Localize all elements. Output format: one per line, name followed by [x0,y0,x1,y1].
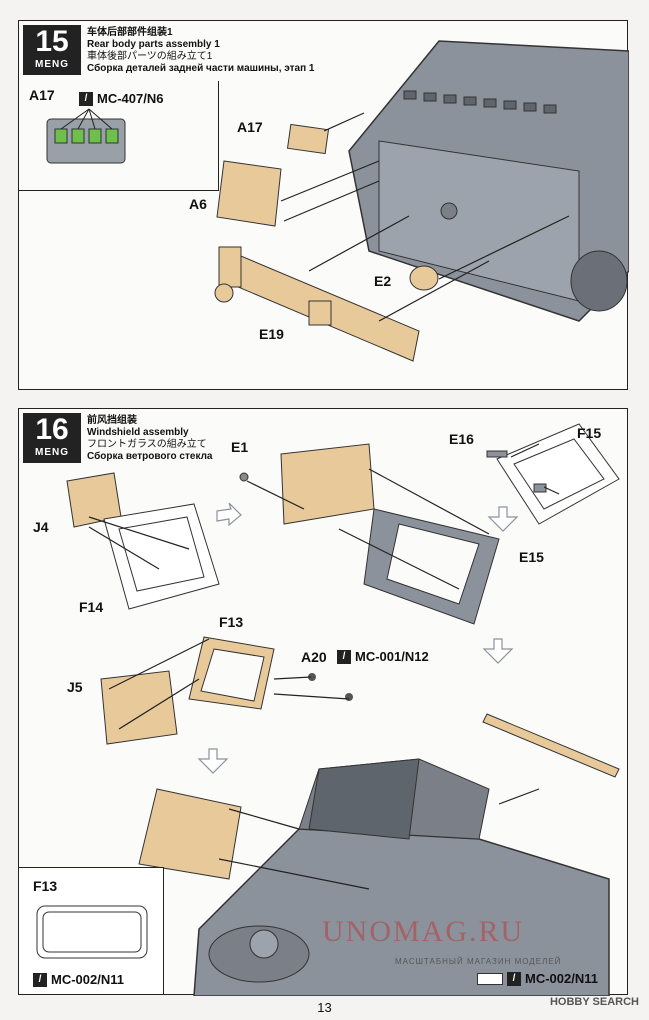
inset-part-label: F13 [33,878,58,894]
part-label-e19: E19 [259,326,284,342]
step-16-panel: 16 MENG 前风挡组装 Windshield assembly フロントガラ… [18,408,628,996]
a20-paint-label: / MC-001/N12 [337,649,429,664]
title-ru: Сборка деталей задней части машины, этап… [87,63,315,74]
step-15-panel: 15 MENG 车体后部部件组装1 Rear body parts assemb… [18,20,629,390]
step-15-titles: 车体后部部件组装1 Rear body parts assembly 1 車体後… [87,27,314,75]
inset-paint-label: / MC-407/N6 [79,91,163,106]
part-label-e1: E1 [231,439,249,455]
part-label-f15: F15 [577,425,602,441]
inset-paint-label: / MC-002/N11 [33,972,124,987]
clear-paint-legend: / MC-002/N11 [477,971,598,986]
a17-inset: A17 / MC-407/N6 [19,81,219,191]
part-label-j5: J5 [67,679,83,695]
watermark: UNOMAG.RU [322,915,525,948]
paint-brush-icon: / [33,972,47,987]
a20-paint-code: MC-001/N12 [355,649,429,664]
title-cn: 车体后部部件组装1 [87,27,173,38]
step-15-badge: 15 MENG [23,25,81,75]
part-label-a17: A17 [237,119,263,135]
f13-inset: F13 / MC-002/N11 [19,867,164,994]
step-16-drawing [66,423,620,996]
f13-inset-drawing [36,905,148,959]
clear-swatch [477,972,503,985]
title-jp: 車体後部パーツの組み立て1 [87,51,213,62]
title-cn: 前风挡组装 [87,415,137,426]
step-16-number: 16 [35,413,69,446]
brand-logo: MENG [35,59,69,70]
step-15-number: 15 [35,25,69,58]
step-16-badge: 16 MENG [23,413,81,463]
paint-brush-icon: / [507,971,521,986]
part-label-a20: A20 [301,649,327,665]
step-16-titles: 前风挡组装 Windshield assembly フロントガラスの組み立て С… [87,415,213,463]
paint-brush-icon: / [79,91,93,106]
part-label-j4: J4 [33,519,49,535]
part-label-e16: E16 [449,431,474,447]
part-label-a6: A6 [189,196,207,212]
page-number: 13 [317,1000,332,1015]
brand-logo: MENG [35,447,69,458]
source-watermark: HOBBY SEARCH [549,996,639,1008]
part-label-e2: E2 [374,273,392,289]
step-15-drawing [214,40,629,362]
title-en: Rear body parts assembly 1 [87,39,220,50]
paint-brush-icon: / [337,649,351,664]
title-ru: Сборка ветрового стекла [87,451,213,462]
title-jp: フロントガラスの組み立て [87,439,207,450]
watermark-subtitle: МАСШТАБНЫЙ МАГАЗИН МОДЕЛЕЙ [395,957,562,966]
inset-paint-code: MC-407/N6 [97,91,164,106]
title-en: Windshield assembly [87,427,189,438]
part-label-f13: F13 [219,614,244,630]
part-label-e15: E15 [519,549,544,565]
part-label-f14: F14 [79,599,104,615]
inset-part-label: A17 [29,87,55,103]
a17-inset-drawing [46,108,126,164]
inset-paint-code: MC-002/N11 [51,972,124,987]
clear-paint-code: MC-002/N11 [525,971,598,986]
